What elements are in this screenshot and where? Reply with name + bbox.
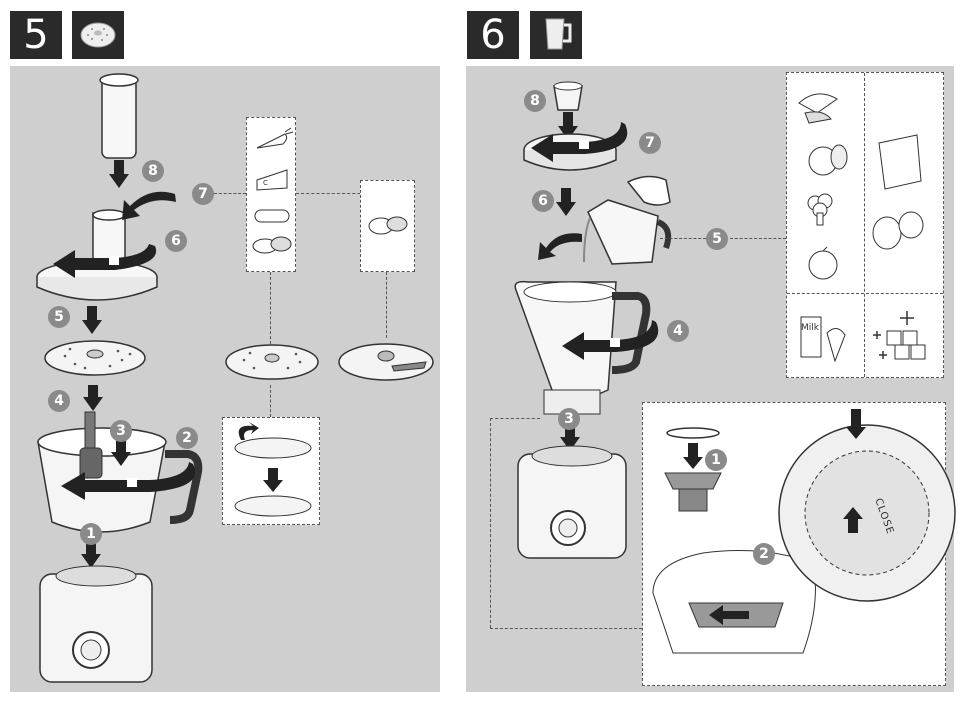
step-badge: 6 [165, 230, 187, 252]
step-badge: 5 [706, 228, 728, 250]
connector-line [660, 238, 706, 239]
step-badge: 4 [667, 320, 689, 342]
rotate-lock-arrow-icon [45, 236, 160, 282]
step-badge: 1 [80, 523, 102, 545]
connector-line [490, 418, 540, 419]
step-badge: 2 [753, 543, 775, 565]
step-badge: 1 [705, 449, 727, 471]
pusher-illustration [95, 74, 145, 164]
connector-line [490, 418, 491, 628]
connector-line [386, 272, 387, 338]
step-number-6: 6 [467, 11, 519, 59]
grating-disc-illustration [222, 340, 322, 385]
arrow-down-icon [83, 385, 103, 411]
measuring-cap-illustration [548, 80, 588, 114]
flip-disc-card [222, 417, 320, 525]
curved-arrow-icon [536, 230, 586, 262]
blade-assembly-inset: 1 2 CLOSE [642, 402, 946, 686]
step-badge: 6 [532, 190, 554, 212]
pouring-jug-illustration [578, 172, 678, 272]
rotate-lock-arrow-icon [556, 318, 666, 364]
connector-line [270, 272, 271, 344]
step-badge: 3 [558, 408, 580, 430]
step-badge: 2 [176, 427, 198, 449]
milk-label: Milk [801, 323, 819, 333]
step-badge: 7 [639, 132, 661, 154]
connector-line [270, 385, 271, 417]
step-number-5: 5 [10, 11, 62, 59]
rotate-lock-arrow-icon [55, 458, 205, 502]
arrow-down-icon [109, 160, 129, 188]
connector-line [490, 628, 642, 629]
step-badge: 7 [192, 183, 214, 205]
step-badge: 4 [48, 390, 70, 412]
curved-arrow-icon [120, 188, 180, 224]
arrow-down-icon [556, 188, 576, 216]
motor-base-illustration [36, 560, 156, 685]
connector-line [730, 238, 786, 239]
motor-base-illustration [514, 440, 630, 560]
step-badge: 5 [48, 306, 70, 328]
grating-disc-illustration [40, 336, 150, 382]
step-badge: 3 [110, 420, 132, 442]
svg-text:C: C [263, 179, 268, 187]
ingredients-card: Milk [786, 72, 944, 378]
slicing-disc-illustration [336, 336, 436, 384]
blender-jar-icon [530, 11, 582, 59]
step-badge: 8 [524, 90, 546, 112]
slicing-foods-card [360, 180, 415, 272]
connector-line [214, 193, 246, 194]
step-badge: 8 [142, 160, 164, 182]
grating-foods-card: C [246, 117, 296, 272]
arrow-down-icon [82, 306, 102, 334]
disc-icon [72, 11, 124, 59]
rotate-lock-arrow-icon [525, 120, 633, 166]
